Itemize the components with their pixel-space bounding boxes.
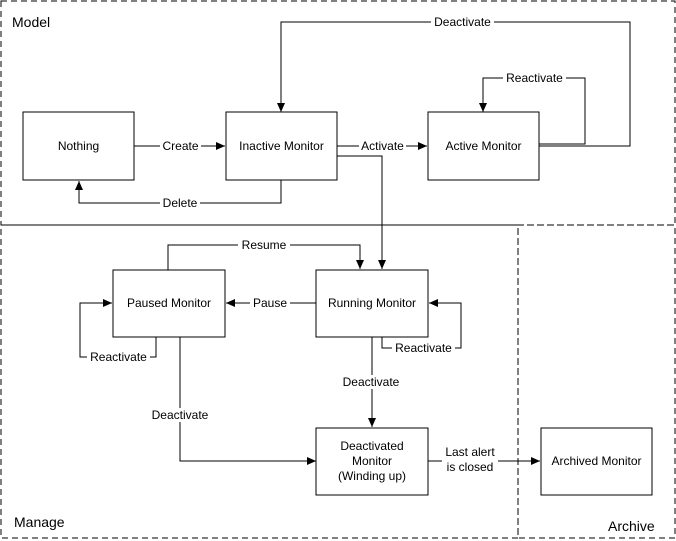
- node-running-monitor: Running Monitor: [315, 269, 429, 338]
- node-label: Paused Monitor: [127, 296, 211, 310]
- edge-reactivate-running: [381, 299, 462, 349]
- edge-inactive-to-running: [337, 155, 386, 269]
- edge-label-pause: Pause: [253, 296, 287, 310]
- edge-deactivate-top: [277, 21, 631, 147]
- edge-deactivate-paused: [179, 337, 316, 465]
- edge-reactivate-active: [479, 77, 586, 145]
- edge-label-delete: Delete: [163, 196, 198, 210]
- edge-label-create: Create: [162, 139, 198, 153]
- edge-label-activate: Activate: [361, 139, 404, 153]
- node-active-monitor: Active Monitor: [427, 111, 540, 181]
- edge-label-reactivate-paused: Reactivate: [90, 350, 147, 364]
- edge-reactivate-paused: [79, 299, 157, 358]
- node-label: Nothing: [58, 139, 99, 153]
- manage-region: [0, 224, 519, 539]
- node-nothing: Nothing: [22, 111, 135, 181]
- archive-region: [517, 224, 676, 539]
- node-deactivated-monitor: Deactivated Monitor (Winding up): [315, 427, 429, 496]
- node-label-line2: Monitor: [352, 454, 392, 468]
- edge-label-last-alert-line1: Last alert: [445, 445, 495, 459]
- node-label: Archived Monitor: [551, 454, 641, 468]
- node-paused-monitor: Paused Monitor: [112, 269, 226, 338]
- region-label-archive: Archive: [608, 518, 655, 534]
- region-label-manage: Manage: [14, 514, 65, 530]
- model-region: [0, 0, 676, 226]
- edge-label-reactivate-active: Reactivate: [506, 71, 563, 85]
- edge-label-deactivate-top: Deactivate: [434, 15, 491, 29]
- edge-label-deactivate-running: Deactivate: [343, 375, 400, 389]
- node-label: Active Monitor: [445, 139, 521, 153]
- region-label-model: Model: [12, 14, 50, 30]
- node-label: Running Monitor: [328, 296, 416, 310]
- node-label-line1: Deactivated: [340, 439, 403, 453]
- edge-label-reactivate-running: Reactivate: [395, 341, 452, 355]
- node-inactive-monitor: Inactive Monitor: [225, 111, 338, 181]
- edge-label-last-alert-line2: is closed: [447, 460, 494, 474]
- node-archived-monitor: Archived Monitor: [540, 427, 653, 496]
- node-label: Inactive Monitor: [239, 139, 324, 153]
- edge-label-deactivate-paused: Deactivate: [152, 408, 209, 422]
- edge-label-resume: Resume: [242, 238, 287, 252]
- node-label-line3: (Winding up): [338, 469, 406, 483]
